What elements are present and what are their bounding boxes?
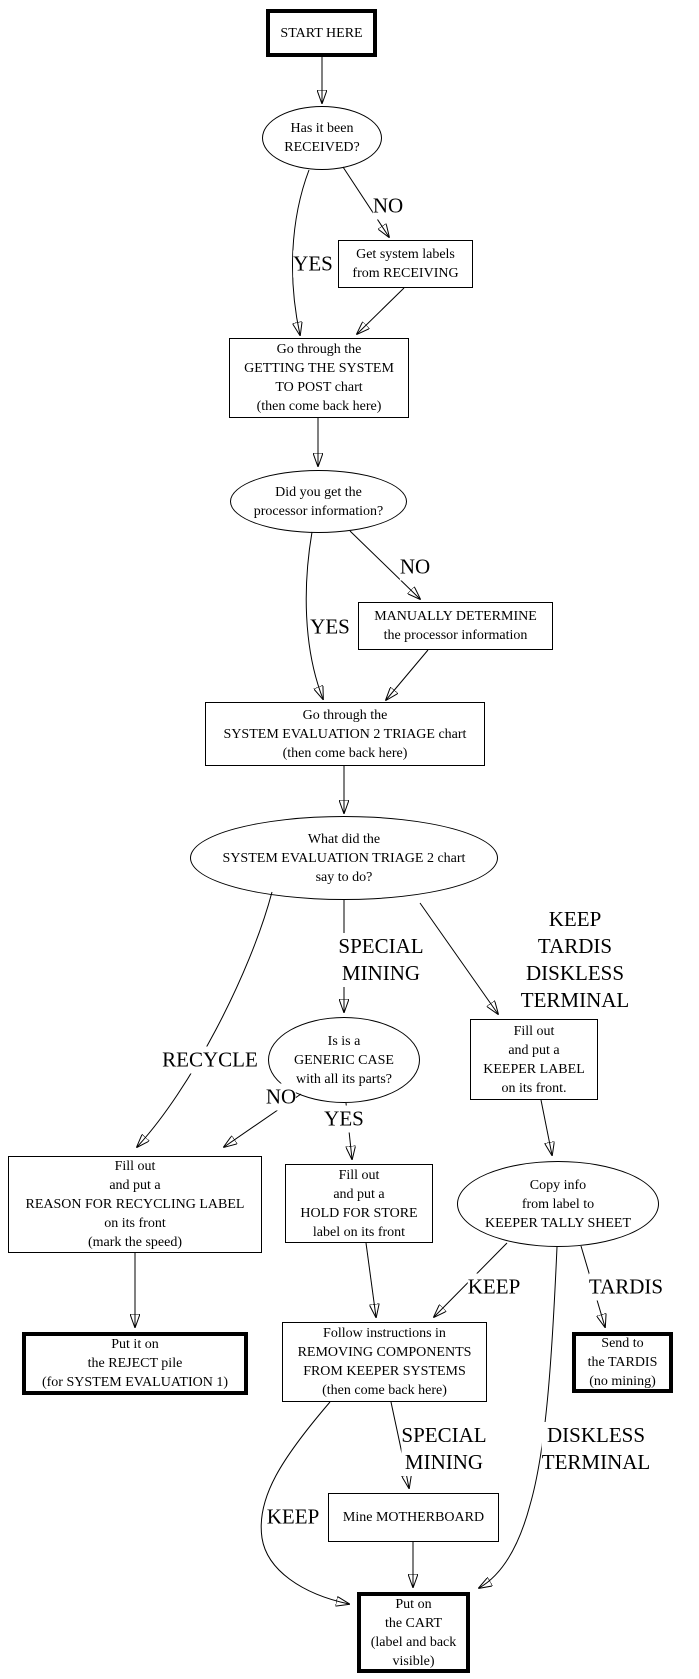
- edge-label-special-mining-1: SPECIAL MINING: [338, 933, 424, 987]
- copy-info-node: Copy info from label to KEEPER TALLY SHE…: [457, 1161, 659, 1247]
- edge-label-keep-1: KEEP: [467, 1273, 521, 1301]
- edge-label-special-mining-2: SPECIAL MINING: [401, 1422, 487, 1476]
- triage-result-decision: What did the SYSTEM EVALUATION TRIAGE 2 …: [190, 816, 498, 900]
- mine-motherboard-node: Mine MOTHERBOARD: [328, 1493, 499, 1542]
- edge-holdstore-to-follow: [365, 1242, 376, 1317]
- edge-keeperlabel-to-copyinfo: [540, 1099, 552, 1155]
- edge-whatq-keep-to-keeperlabel: [419, 902, 498, 1014]
- manually-determine-node: MANUALLY DETERMINE the processor informa…: [358, 602, 553, 650]
- edge-label-tardis: TARDIS: [588, 1273, 664, 1301]
- received-decision: Has it been RECEIVED?: [262, 106, 382, 170]
- edge-label-no-generic: NO: [265, 1083, 297, 1111]
- edge-label-keep-tardis-diskless: KEEP TARDIS DISKLESS TERMINAL: [513, 906, 637, 1014]
- start-node: START HERE: [266, 9, 377, 57]
- edge-label-yes-processor: YES: [310, 613, 350, 641]
- system-evaluation-triage-node: Go through the SYSTEM EVALUATION 2 TRIAG…: [205, 702, 485, 766]
- edge-label-yes-received: YES: [293, 250, 333, 278]
- generic-case-decision: Is is a GENERIC CASE with all its parts?: [268, 1017, 420, 1103]
- edge-processor-no-to-manually: [349, 530, 420, 599]
- edge-manually-to-evaltriage: [386, 649, 429, 700]
- edge-label-recycle: RECYCLE: [162, 1046, 258, 1074]
- edge-received-yes-to-gettingpost: [292, 169, 310, 335]
- processor-info-decision: Did you get the processor information?: [230, 470, 407, 533]
- edge-whatq-recycle-to-recyclinglabel: [137, 891, 273, 1147]
- edge-follow-keep-to-cart: [260, 1401, 349, 1604]
- getting-system-to-post-node: Go through the GETTING THE SYSTEM TO POS…: [229, 338, 409, 418]
- reject-pile-node: Put it on the REJECT pile (for SYSTEM EV…: [22, 1332, 248, 1395]
- edge-copyinfo-diskless-to-cart: [479, 1246, 558, 1588]
- put-on-cart-node: Put on the CART (label and back visible): [357, 1592, 470, 1673]
- edge-follow-specialmining-to-mine: [390, 1401, 409, 1488]
- edge-label-keep-2: KEEP: [266, 1503, 320, 1531]
- edge-getlabels-to-gettingpost: [357, 287, 405, 334]
- edge-label-diskless-terminal: DISKLESS TERMINAL: [541, 1422, 651, 1476]
- follow-removing-components-node: Follow instructions in REMOVING COMPONEN…: [282, 1322, 487, 1402]
- hold-for-store-node: Fill out and put a HOLD FOR STORE label …: [285, 1164, 433, 1243]
- keeper-label-node: Fill out and put a KEEPER LABEL on its f…: [470, 1019, 598, 1100]
- edge-label-no-received: NO: [372, 192, 404, 220]
- edge-received-no-to-getlabels: [342, 166, 389, 237]
- get-system-labels-node: Get system labels from RECEIVING: [338, 240, 473, 288]
- edge-processor-yes-to-evaltriage: [305, 531, 323, 699]
- recycling-label-node: Fill out and put a REASON FOR RECYCLING …: [8, 1156, 262, 1253]
- send-to-tardis-node: Send to the TARDIS (no mining): [572, 1332, 673, 1393]
- edge-label-no-processor: NO: [399, 553, 431, 581]
- edge-label-yes-generic: YES: [324, 1105, 364, 1133]
